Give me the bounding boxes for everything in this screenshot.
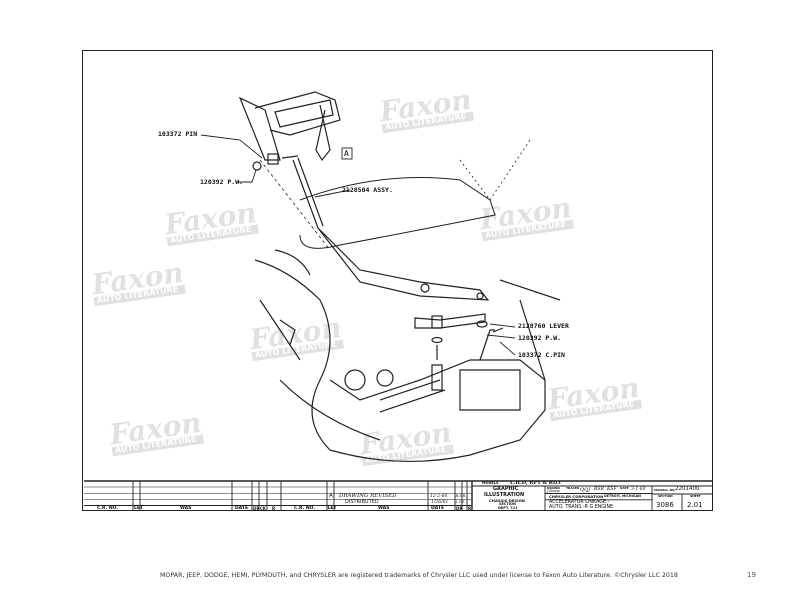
distributed-dr: L.T.S. <box>455 499 466 504</box>
distributed-date: 1/26/61 <box>431 499 449 505</box>
revision-header-cr-no-2: C.R. NO. <box>294 505 316 511</box>
dept-title-1: GRAPHIC <box>493 486 519 492</box>
revision-header-cr-no: C.R. NO. <box>97 505 119 511</box>
footer-legal: MOPAR, JEEP, DODGE, HEMI, PLYMOUTH, and … <box>160 572 678 579</box>
revision-header-r: R <box>272 505 276 511</box>
date-value: 3-1-60 <box>631 486 646 492</box>
traced-label: TRACED <box>566 485 580 490</box>
section-number: 3086 <box>656 500 674 509</box>
drawing-frame <box>82 50 713 511</box>
revision-header-let: LET <box>134 505 144 511</box>
sheet-label: SHEET <box>690 494 701 498</box>
revision-header-ck: CK <box>260 505 267 511</box>
revision-let: A <box>329 493 333 499</box>
drawn-label: DRAWN <box>547 485 560 490</box>
date-label: DATE <box>620 485 629 490</box>
revision-was: DRAWING REVISED <box>339 493 397 499</box>
revision-header-date: DATE <box>235 505 249 511</box>
manual-number: 2201400 <box>675 486 700 492</box>
approved-value: RSR <box>594 487 604 493</box>
revision-header-let-2: LET <box>327 505 337 511</box>
callout-washer-top: 120392 P.W. <box>200 178 244 186</box>
callout-cpin: 103372 C.PIN <box>518 351 565 359</box>
callout-assy: 2128504 ASSY. <box>342 186 393 194</box>
company-city: DETROIT, MICHIGAN <box>604 494 641 499</box>
revision-header-dr: DR <box>253 505 260 511</box>
revision-header-was: WAS <box>180 505 192 511</box>
drawn-value: J.Rouse <box>547 488 561 493</box>
drawing-title-2: AUTO. TRANS.-R G ENGINE <box>549 504 614 510</box>
checked-value: QQJ <box>580 486 591 493</box>
sheet-number: 2.01 <box>687 500 703 509</box>
callout-pin-top: 103372 PIN <box>158 130 198 138</box>
company-name: CHRYSLER CORPORATION <box>549 494 604 499</box>
callout-lever: 2128760 LEVER <box>518 322 569 330</box>
appr-value: KSF <box>607 487 617 493</box>
view-a-marker: A <box>344 149 349 158</box>
dept-title-2: ILLUSTRATION <box>484 491 525 498</box>
models-value: L.H.D, RP1 & RD3 <box>510 479 561 486</box>
manual-label: MANUAL NO. <box>654 487 676 492</box>
callout-washer-bottom: 120392 P.W. <box>518 334 562 342</box>
models-label: MODELS <box>482 480 499 485</box>
section-name-1: CHASSIS DESIGN <box>489 497 525 503</box>
revision-header-dr-2: DR <box>456 505 463 511</box>
dept-number: DEPT. 711 <box>498 506 518 510</box>
revision-header-was-2: WAS <box>378 505 390 511</box>
revision-dr: R.S.R. <box>455 494 467 498</box>
page-number: 19 <box>747 571 756 579</box>
section-name-2: SECTION <box>499 502 517 506</box>
distributed-was: DISTRIBUTED <box>345 499 379 506</box>
revision-date: 12-2-60 <box>430 494 448 499</box>
revision-header-r-2: R <box>468 505 472 511</box>
drawing-title-1: ACCELERATOR LINKAGE - <box>549 499 610 505</box>
revision-header-date-2: DATE <box>431 505 445 511</box>
section-label: SECTION <box>658 494 673 498</box>
